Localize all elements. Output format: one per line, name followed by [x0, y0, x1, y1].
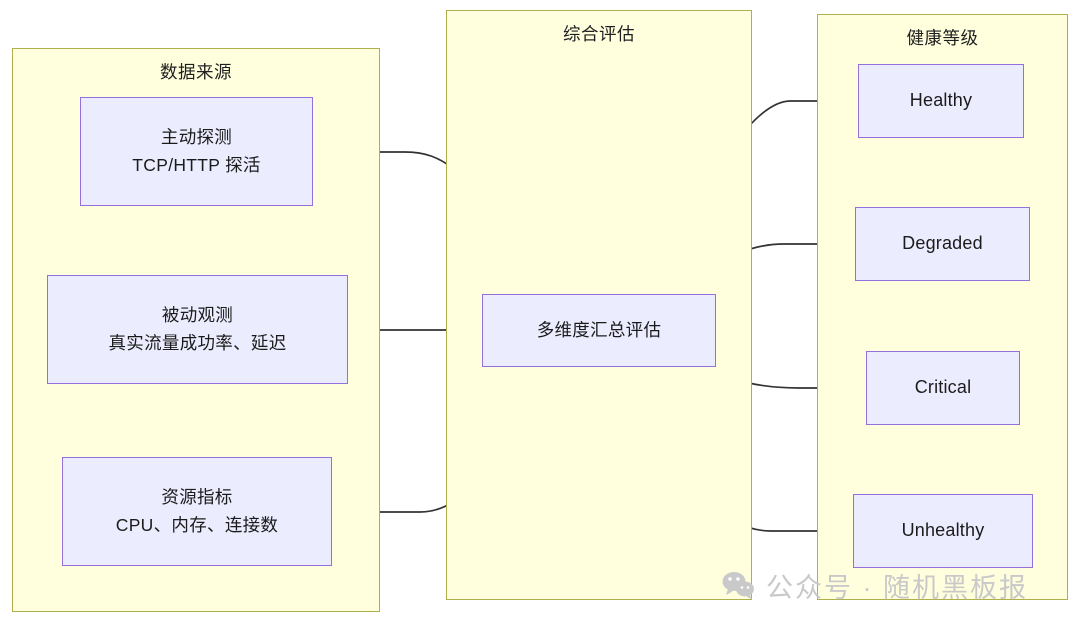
node-degraded[interactable]: Degraded: [855, 207, 1030, 281]
node-critical-label: Critical: [914, 377, 972, 398]
node-unhealthy-label: Unhealthy: [901, 520, 985, 541]
watermark-text: 公众号 · 随机黑板报: [766, 573, 1028, 603]
node-critical[interactable]: Critical: [866, 351, 1020, 425]
node-degraded-label: Degraded: [902, 233, 983, 254]
node-active-probe[interactable]: 主动探测 TCP/HTTP 探活: [80, 97, 313, 206]
node-resource-metrics-line1: 资源指标: [161, 487, 233, 508]
panel-data-sources-title: 数据来源: [160, 62, 232, 82]
node-passive-observe[interactable]: 被动观测 真实流量成功率、延迟: [47, 275, 348, 384]
node-unhealthy[interactable]: Unhealthy: [853, 494, 1033, 568]
node-resource-metrics[interactable]: 资源指标 CPU、内存、连接数: [62, 457, 332, 566]
node-resource-metrics-line2: CPU、内存、连接数: [115, 514, 279, 535]
node-passive-observe-line1: 被动观测: [161, 305, 234, 326]
node-multidim-aggregate[interactable]: 多维度汇总评估: [482, 294, 716, 367]
node-active-probe-line1: 主动探测: [160, 127, 233, 148]
node-active-probe-line2: TCP/HTTP 探活: [132, 154, 261, 175]
panel-health-levels-title: 健康等级: [906, 28, 979, 48]
panel-comprehensive-assessment-title: 综合评估: [563, 24, 635, 44]
watermark: 公众号 · 随机黑板报: [722, 566, 1028, 605]
node-healthy[interactable]: Healthy: [858, 64, 1024, 138]
node-healthy-label: Healthy: [909, 90, 973, 111]
node-passive-observe-line2: 真实流量成功率、延迟: [108, 332, 287, 353]
wechat-icon: [722, 572, 754, 600]
node-multidim-aggregate-label: 多维度汇总评估: [536, 319, 662, 340]
